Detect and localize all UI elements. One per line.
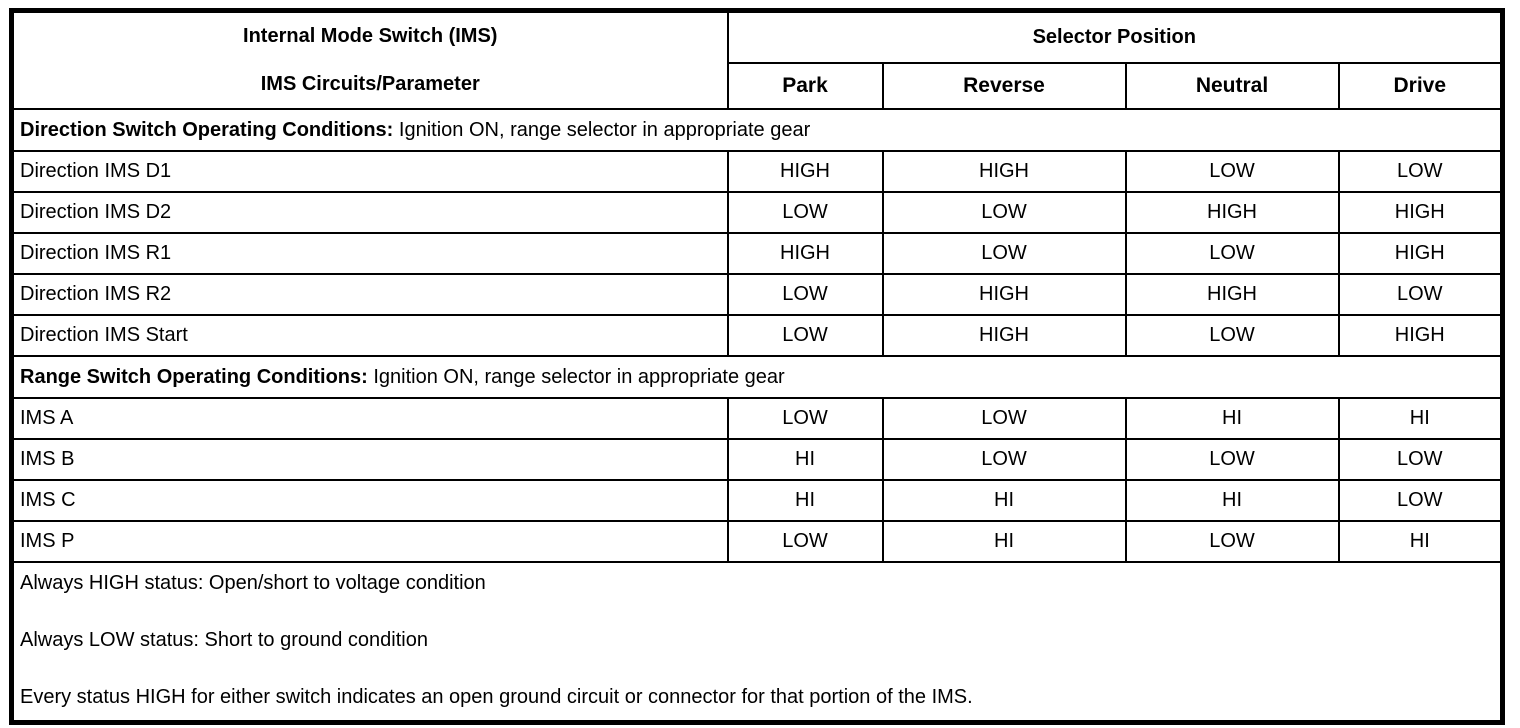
cell-value: HIGH <box>1337 232 1504 275</box>
row-label: Direction IMS D1 <box>10 150 729 193</box>
footnote-every-status-high: Every status HIGH for either switch indi… <box>20 686 973 708</box>
cell-value: LOW <box>726 191 884 234</box>
row-label: Direction IMS D2 <box>10 191 729 234</box>
cell-value: HI <box>881 479 1127 522</box>
header-cell-ims: Internal Mode Switch (IMS) IMS Circuits/… <box>10 9 729 110</box>
cell-value: HIGH <box>881 273 1127 316</box>
table-row: Direction IMS D2 LOW LOW HIGH HIGH <box>10 191 1504 234</box>
row-label: IMS P <box>10 520 729 563</box>
ims-table-container: Internal Mode Switch (IMS) IMS Circuits/… <box>9 8 1505 725</box>
row-label: Direction IMS Start <box>10 314 729 357</box>
cell-value: LOW <box>726 397 884 440</box>
cell-value: HIGH <box>881 150 1127 193</box>
ims-table: Internal Mode Switch (IMS) IMS Circuits/… <box>9 8 1505 725</box>
circuits-parameter-header: IMS Circuits/Parameter <box>260 72 480 95</box>
section-title: Direction Switch Operating Conditions: <box>20 118 394 141</box>
col-header-reverse: Reverse <box>881 61 1127 111</box>
footnotes-row: Always HIGH status: Open/short to voltag… <box>10 561 1504 724</box>
section-condition: Ignition ON, range selector in appropria… <box>393 118 811 141</box>
table-row: IMS A LOW LOW HI HI <box>10 397 1504 440</box>
cell-value: HI <box>1124 479 1340 522</box>
cell-value: HI <box>726 438 884 481</box>
row-label: IMS A <box>10 397 729 440</box>
table-row: Direction IMS Start LOW HIGH LOW HIGH <box>10 314 1504 357</box>
footnote-always-low: Always LOW status: Short to ground condi… <box>20 629 428 651</box>
cell-value: HIGH <box>726 150 884 193</box>
col-header-drive: Drive <box>1337 61 1504 111</box>
cell-value: LOW <box>1124 150 1340 193</box>
table-row: IMS P LOW HI LOW HI <box>10 520 1504 563</box>
cell-value: LOW <box>1124 232 1340 275</box>
col-header-park: Park <box>726 61 884 111</box>
cell-value: LOW <box>1337 479 1504 522</box>
cell-value: LOW <box>1124 314 1340 357</box>
cell-value: HI <box>1337 397 1504 440</box>
table-title: Internal Mode Switch (IMS) <box>243 25 498 48</box>
section-condition: Ignition ON, range selector in appropria… <box>367 365 785 388</box>
cell-value: LOW <box>1337 273 1504 316</box>
cell-value: LOW <box>726 314 884 357</box>
cell-value: HI <box>1124 397 1340 440</box>
footnote-always-high: Always HIGH status: Open/short to voltag… <box>20 572 486 594</box>
cell-value: LOW <box>1337 438 1504 481</box>
cell-value: LOW <box>881 397 1127 440</box>
row-label: IMS C <box>10 479 729 522</box>
section-row-range: Range Switch Operating Conditions: Ignit… <box>10 355 1504 399</box>
cell-value: LOW <box>1124 438 1340 481</box>
cell-value: HIGH <box>1124 273 1340 316</box>
cell-value: LOW <box>881 232 1127 275</box>
cell-value: HIGH <box>726 232 884 275</box>
cell-value: HI <box>726 479 884 522</box>
table-row: Direction IMS R1 HIGH LOW LOW HIGH <box>10 232 1504 275</box>
cell-value: LOW <box>881 438 1127 481</box>
table-row: Direction IMS R2 LOW HIGH HIGH LOW <box>10 273 1504 316</box>
cell-value: HI <box>1337 520 1504 563</box>
section-title: Range Switch Operating Conditions: <box>20 365 368 388</box>
cell-value: LOW <box>1337 150 1504 193</box>
row-label: IMS B <box>10 438 729 481</box>
cell-value: LOW <box>726 520 884 563</box>
section-row-direction: Direction Switch Operating Conditions: I… <box>10 108 1504 152</box>
table-row: IMS B HI LOW LOW LOW <box>10 438 1504 481</box>
row-label: Direction IMS R1 <box>10 232 729 275</box>
cell-value: HIGH <box>1337 191 1504 234</box>
header-row-top: Internal Mode Switch (IMS) IMS Circuits/… <box>10 9 1504 110</box>
table-row: Direction IMS D1 HIGH HIGH LOW LOW <box>10 150 1504 193</box>
footnotes-cell: Always HIGH status: Open/short to voltag… <box>10 561 1504 724</box>
header-row-columns: Park Reverse Neutral Drive <box>12 61 1504 111</box>
cell-value: HI <box>881 520 1127 563</box>
cell-value: HIGH <box>1337 314 1504 357</box>
cell-value: LOW <box>881 191 1127 234</box>
cell-value: HIGH <box>881 314 1127 357</box>
selector-position-header: Selector Position <box>726 9 1504 64</box>
table-row: IMS C HI HI HI LOW <box>10 479 1504 522</box>
col-header-neutral: Neutral <box>1124 61 1340 111</box>
row-label: Direction IMS R2 <box>10 273 729 316</box>
cell-value: HIGH <box>1124 191 1340 234</box>
cell-value: LOW <box>1124 520 1340 563</box>
cell-value: LOW <box>726 273 884 316</box>
